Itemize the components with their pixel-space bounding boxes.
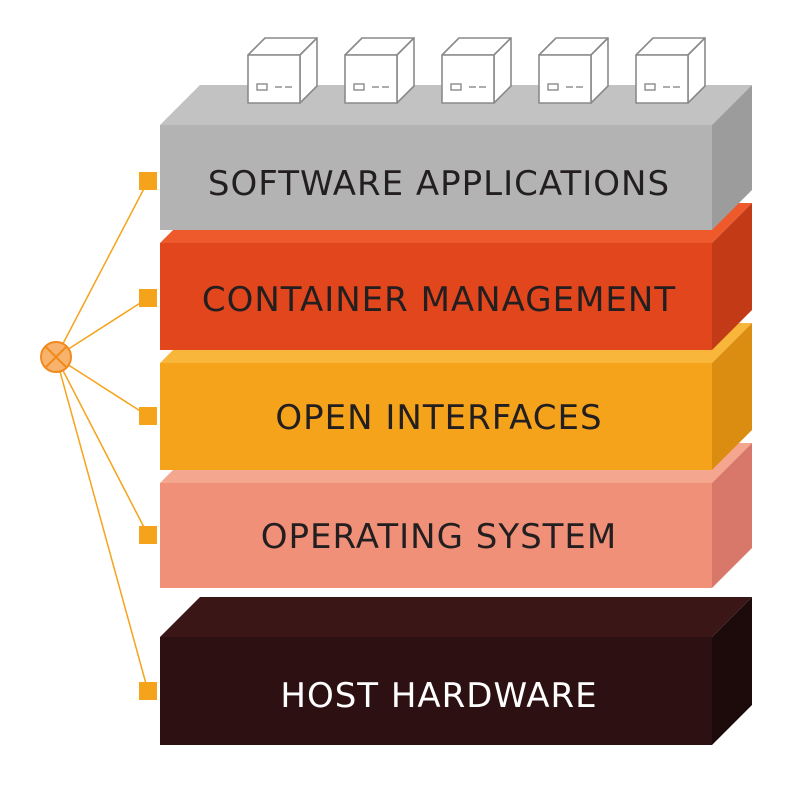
connector-line [55,356,149,417]
layer-host-hardware-side [712,597,752,745]
layers-group [160,85,752,745]
label-operating-system: OPERATING SYSTEM [260,517,618,557]
connector-square [139,682,157,700]
label-open-interfaces: OPEN INTERFACES [275,398,603,438]
layer-operating-system-side [712,443,752,588]
connector-square [139,289,157,307]
label-host-hardware: HOST HARDWARE [280,676,598,716]
container-icons [247,37,706,104]
container-box-icon [441,37,512,104]
layer-container-management-side [712,203,752,350]
layer-software-applications-front [160,125,712,230]
connector-line [55,297,149,358]
layer-host-hardware-top [160,597,752,637]
container-box-icon [344,37,415,104]
layer-software-applications-side [712,85,752,230]
connector-square [139,407,157,425]
connector-lines [55,172,157,700]
connector-line [55,356,149,692]
x-circle-icon [40,341,72,373]
container-box-icon [247,37,318,104]
connector-line [55,180,149,358]
connector-line [55,356,149,536]
layer-open-interfaces-front [160,363,712,470]
container-box-icon [635,37,706,104]
connector-square [139,172,157,190]
label-container-management: CONTAINER MANAGEMENT [201,280,677,320]
layer-host-hardware [160,597,752,745]
layer-container-management-front [160,243,712,350]
layer-operating-system-front [160,483,712,588]
container-box-icon [538,37,609,104]
layer-host-hardware-front [160,637,712,745]
connector-square [139,526,157,544]
layer-software-applications [160,85,752,230]
label-software-applications: SOFTWARE APPLICATIONS [207,164,671,204]
layer-open-interfaces-side [712,323,752,470]
